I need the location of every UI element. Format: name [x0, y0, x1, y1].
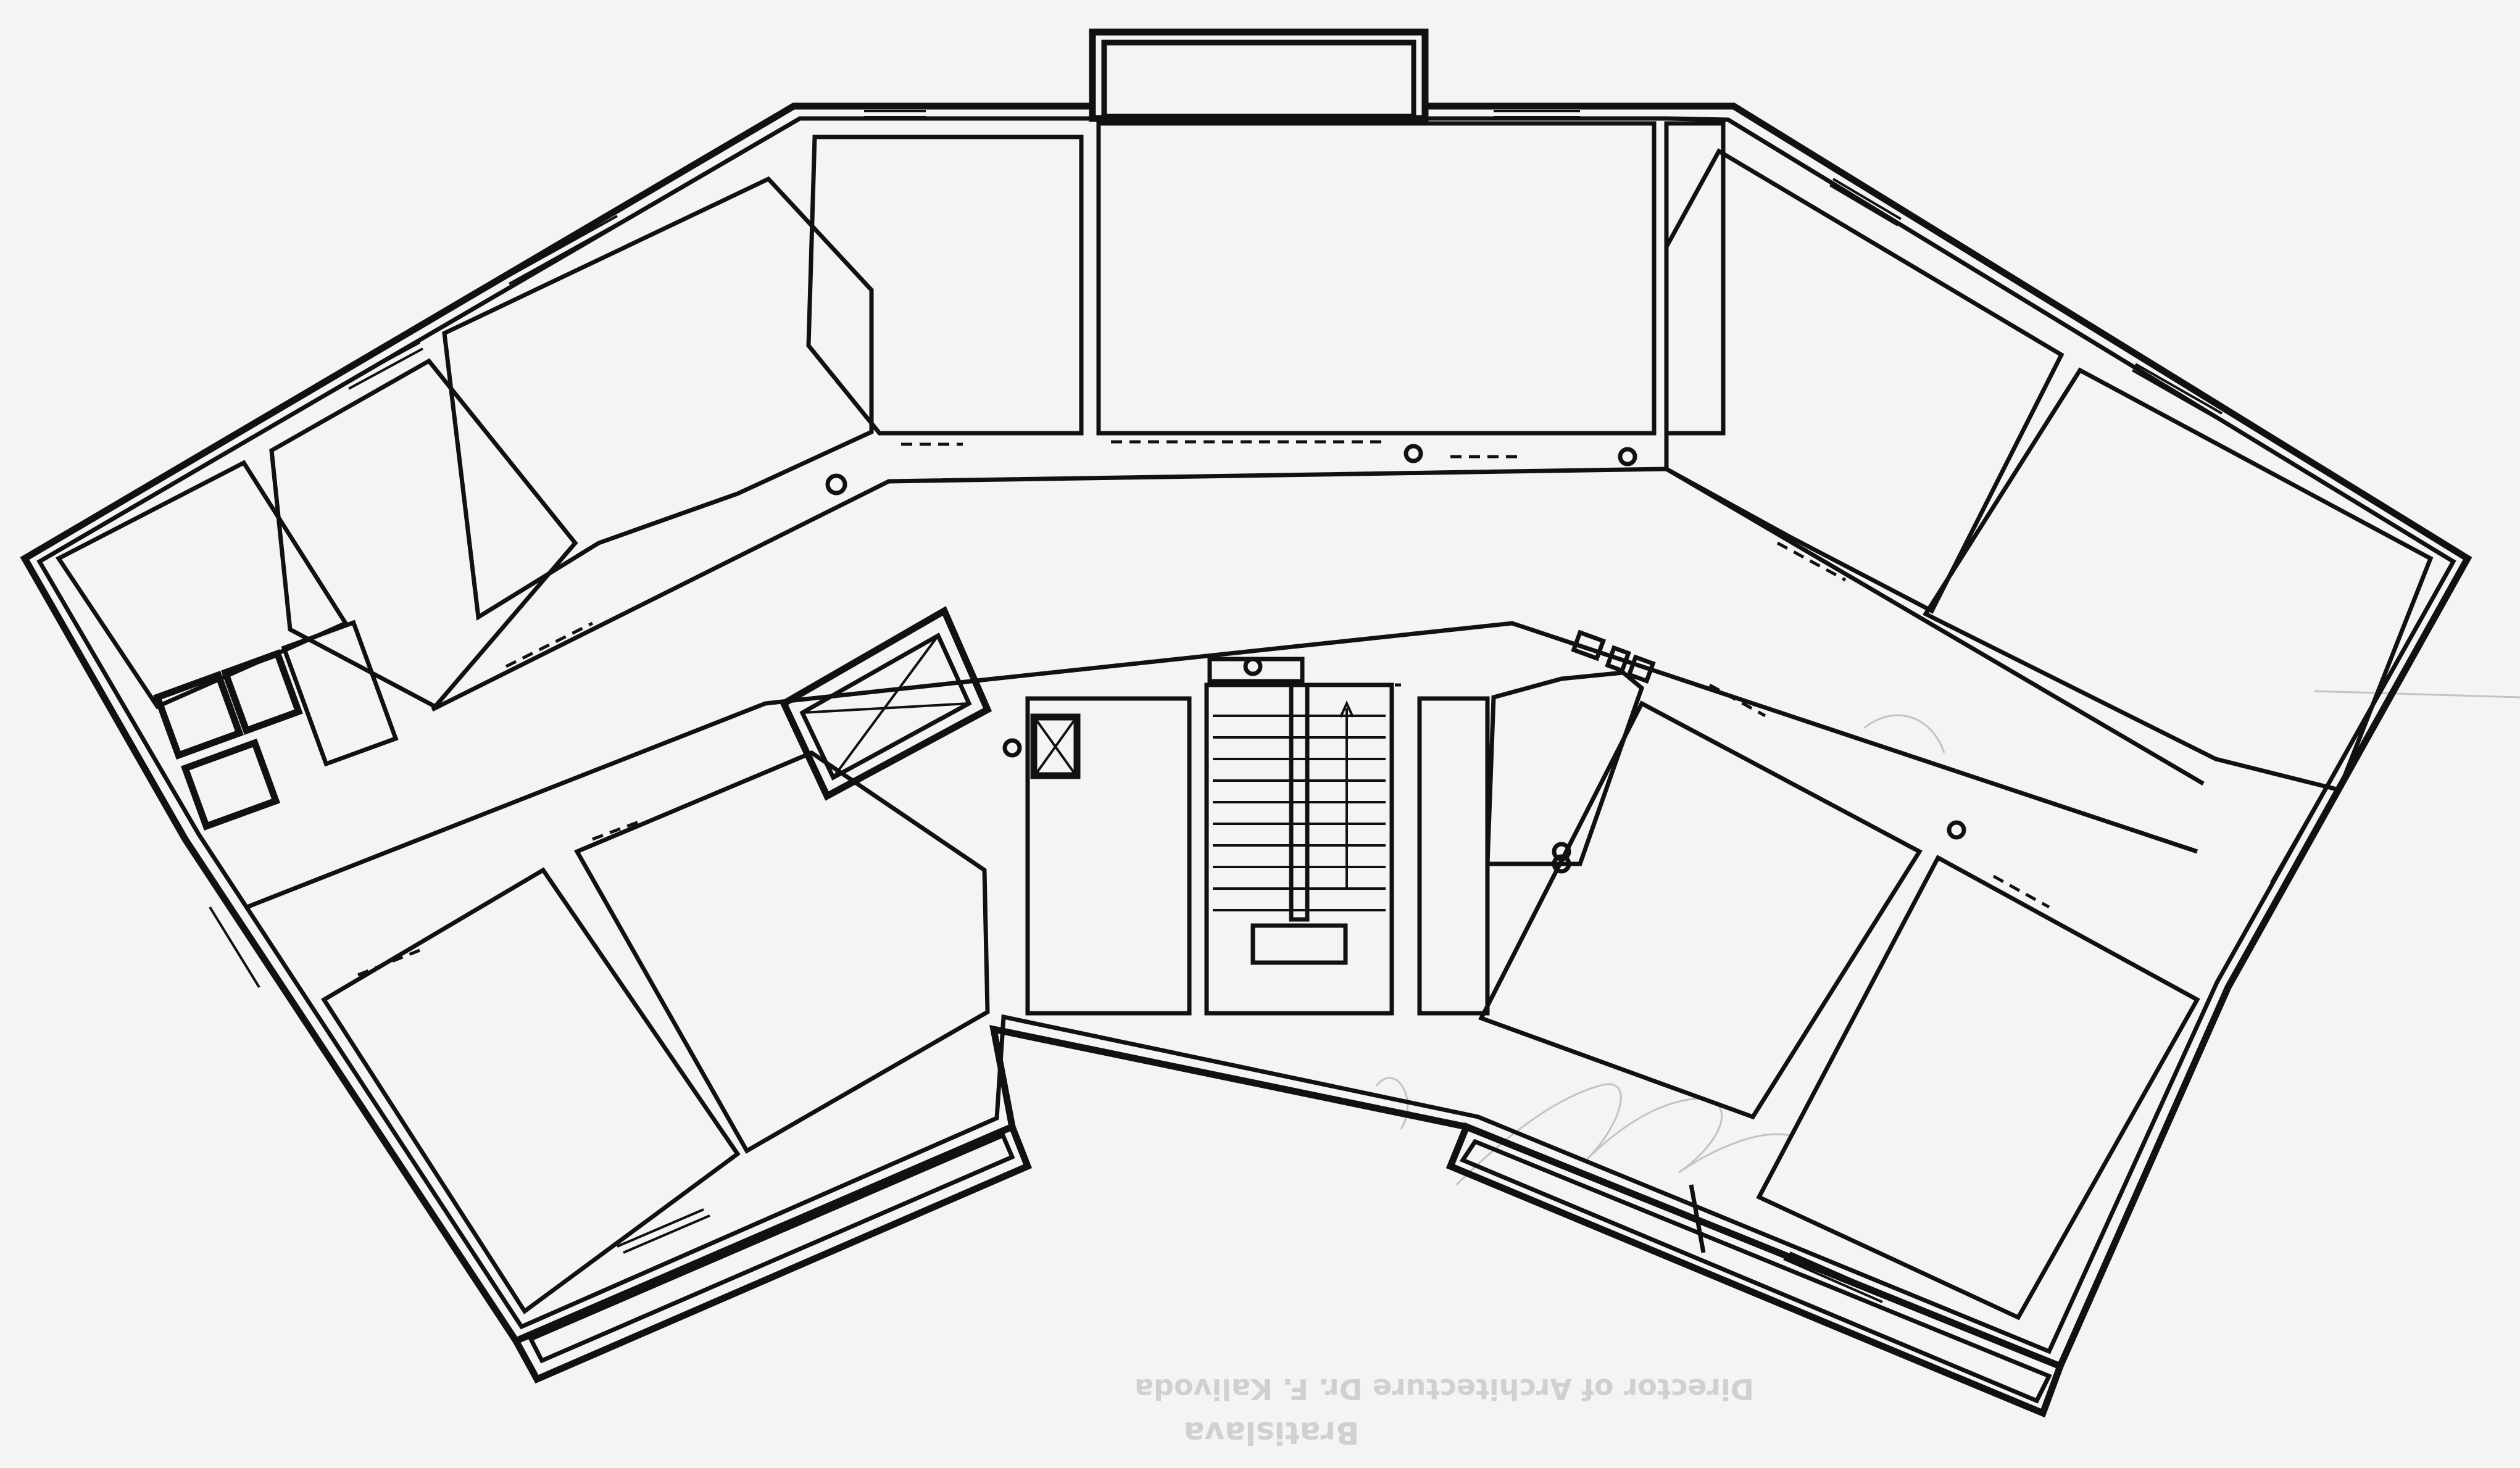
show-through-line-2: Bratislava	[1184, 1415, 1360, 1451]
top-projection-outer	[1089, 28, 1429, 122]
stair-post	[1243, 657, 1263, 676]
duct-shaft	[1030, 713, 1081, 779]
room-sw-1	[321, 867, 741, 1315]
stair-arrow-head	[1339, 700, 1354, 718]
fixture-3	[1626, 654, 1656, 684]
duct-x-2	[1036, 719, 1075, 774]
window-nw-1	[345, 341, 423, 390]
duct-shaft-box	[1030, 713, 1081, 779]
stair-treads	[1213, 715, 1386, 911]
room-se-1	[1478, 700, 1923, 1120]
column-circle-2	[825, 473, 847, 496]
top-projection-inner	[1101, 39, 1416, 118]
room-lower-center-left	[1025, 696, 1192, 1016]
upper-wing-rooms	[269, 121, 2434, 793]
corridor-north-edge	[431, 467, 2205, 786]
column-circle-3	[1403, 444, 1423, 463]
window-nw-2	[505, 215, 621, 285]
window-ne-1	[1829, 178, 1902, 226]
top-projection	[1089, 28, 1429, 122]
window-sw-1	[209, 906, 260, 989]
fixture-2	[1605, 645, 1631, 674]
bath-block-1	[152, 671, 244, 760]
window-sw-2	[617, 1208, 710, 1254]
elevator-outer	[779, 606, 992, 801]
door-upper-right-2	[1776, 541, 1847, 582]
window-ne-2	[2132, 363, 2223, 421]
fixture-1	[1571, 629, 1607, 661]
balcony-divider	[1689, 1184, 1706, 1253]
window-n-2	[1494, 110, 1580, 118]
paper-edge-line	[2314, 690, 2520, 699]
room-sw-2	[574, 750, 990, 1154]
show-through-line-1: Director of Architecture Dr. F. Kalivoda	[1134, 1372, 1754, 1406]
door-lower-left-1	[357, 948, 420, 977]
window-e-1	[2270, 795, 2322, 883]
room-upper-center	[1096, 121, 1657, 436]
column-circle-1	[1002, 738, 1022, 758]
stair-head-rail	[1207, 657, 1305, 684]
room-ne-1	[1664, 148, 2065, 614]
room-se-2	[1756, 855, 2200, 1321]
service-fixtures	[825, 444, 1966, 874]
bath-block-4	[281, 620, 399, 767]
corridor-walls	[246, 467, 2205, 910]
show-through-text: Director of Architecture Dr. F. Kalivoda…	[1134, 1372, 1754, 1451]
balcony-south-east	[1445, 1122, 2065, 1418]
column-circle-5	[1947, 820, 1966, 840]
scribble-mark-1	[1863, 714, 1945, 753]
room-lower-center-right	[1417, 696, 1490, 1016]
lower-wing-rooms	[321, 444, 2200, 1321]
inner-wall	[36, 41, 2456, 1354]
corridor-doors	[357, 440, 2050, 977]
room-lower-right-service	[1485, 670, 1645, 866]
windows	[209, 110, 2322, 1303]
room-upper-2	[1664, 121, 1726, 436]
door-lower-left-2	[592, 819, 642, 841]
room-nw-2	[269, 358, 578, 710]
stair-well	[1289, 682, 1310, 922]
balcony-south-west-inner	[528, 1132, 1015, 1364]
bath-block-3	[180, 738, 281, 831]
faint-marks	[1375, 690, 2520, 1186]
bath-block-2	[220, 649, 303, 736]
column-circle-4	[1618, 447, 1637, 467]
corridor-south-edge	[246, 621, 2198, 910]
room-ne-2	[1922, 367, 2434, 793]
window-n-1	[864, 110, 926, 118]
window-se-1	[1783, 1251, 1889, 1303]
stair-landing	[1250, 923, 1348, 965]
door-upper-left-1	[505, 621, 594, 668]
balcony-south-west	[511, 1122, 1033, 1384]
staircase	[1204, 657, 1394, 1016]
elevator-shaft	[779, 606, 992, 801]
room-upper-1	[806, 135, 1084, 436]
scribble-mark-2	[1375, 1077, 1408, 1130]
west-service-block	[55, 460, 399, 831]
balcony-south-east-inner	[1459, 1138, 2052, 1404]
room-nw-1	[442, 176, 874, 621]
signature-mark	[1455, 1083, 1790, 1186]
elevator-x-2	[832, 634, 939, 779]
door-lower-right-2	[1992, 874, 2050, 909]
balconies	[511, 1122, 2065, 1418]
